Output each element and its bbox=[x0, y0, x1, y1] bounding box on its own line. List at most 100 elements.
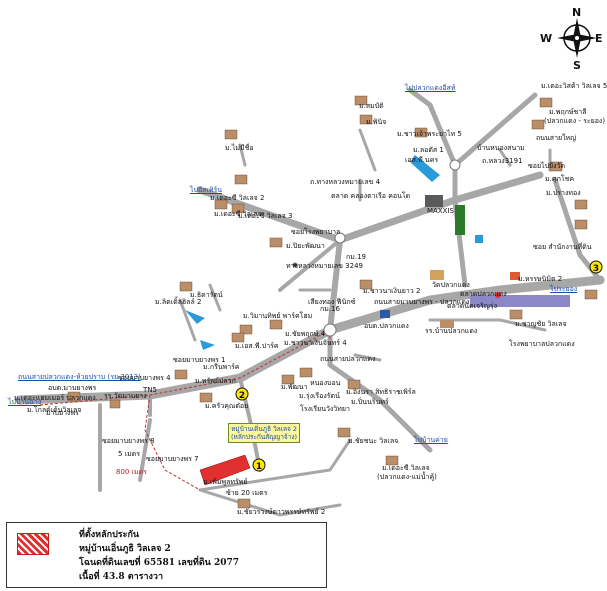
label-soi-4: ซอยมาบยางพร 4 bbox=[118, 374, 171, 382]
route-path-2 bbox=[144, 394, 201, 491]
label-thai-estate: ไปอีสเทิร์น bbox=[190, 186, 222, 194]
label-km-19: กม.19 bbox=[346, 253, 366, 261]
label-to-rayong-top: ไปปลวกแดงอีสท์ bbox=[405, 84, 456, 92]
target-callout-line1: หมู่บ้านเดิ่นภูธิ วิลเลจ 2 bbox=[231, 425, 297, 433]
compass-west: W bbox=[540, 32, 553, 45]
label-chaiyaphruek: ม.ชัยพฤกษ์ 4 bbox=[285, 330, 326, 338]
marker-m2: 2 bbox=[239, 391, 245, 401]
label-mapyangporn-road: ถนนสายมาบยางพร - ปลวกแดง bbox=[374, 298, 470, 306]
label-phluak-daeng: (ปลวกแดง-แม่น้ำคู้) bbox=[377, 473, 437, 481]
label-soi-7: ซอยมาบยางพร 7 bbox=[146, 455, 199, 463]
label-the-vista: ม.เดอะวิสต้า วิลเลจ 5 bbox=[541, 82, 607, 90]
label-the-station: ตลาด คลองตาเรือ คอนโด bbox=[331, 192, 411, 200]
marker-m1: 1 bbox=[256, 462, 262, 472]
label-hengfang: ม.อิงนรา สิทธิราชเพิร์ล bbox=[346, 388, 416, 396]
label-chaoprakhamlue: ม.ชาวเจ้าพระยาไท 5 bbox=[397, 130, 462, 138]
label-sombat: ม.สมบัติ bbox=[359, 102, 384, 110]
label-highway-36: ทางหลวงหมายเลข 3249 bbox=[286, 262, 363, 270]
label-the-estate-3: ม.เดอะซี วิลเลจ 3 bbox=[238, 212, 293, 220]
label-tesco: อบต.ปลวกแดง bbox=[364, 322, 409, 330]
road-label-pluak-daeng-huai-prab: ถนนสายปลวกแดง-ห้วยปราบ (รย.3013) bbox=[18, 373, 141, 381]
label-the-estate-1: ม.เดอะซี วิลเลจ bbox=[214, 210, 262, 218]
compass-north: N bbox=[572, 6, 582, 19]
label-fossil: ม.ลิตเติ้ลฮิลล์ 2 bbox=[155, 298, 202, 306]
label-mabyang-3: ซอยมาบยางพร 1 bbox=[173, 356, 226, 364]
label-nong-sanam: บ้านหนองสนาม bbox=[477, 144, 525, 152]
label-soi-ttt: ซอย สำนักงานที่ดิน bbox=[533, 243, 592, 251]
label-mahalai: ม.หรรษนิมิต 2 bbox=[518, 275, 563, 283]
label-the-village: ม.เดอะซี วิลเลจ bbox=[382, 464, 430, 472]
label-to-rayong: ไประยอง bbox=[550, 285, 578, 293]
label-rayong-4: ถ.ทางหลวงหมายเลข 4 bbox=[310, 178, 381, 186]
label-soi-8: ซอยมาบยางพร 8 bbox=[102, 437, 155, 445]
label-tn5: TN5 bbox=[143, 386, 157, 394]
legend-deed: โฉนดที่ดินเลขที่ 65581 เลขที่ดิน 2077 bbox=[79, 558, 240, 568]
compass-rose bbox=[557, 18, 597, 58]
blue-arrows bbox=[185, 155, 440, 350]
label-pulum: ม.พฤกษ์ชาลี bbox=[549, 108, 587, 116]
label-phanit: ม.เพิ่มพูลทรัพย์ bbox=[203, 478, 248, 486]
label-800m: 800 เมตร bbox=[116, 468, 147, 476]
label-hospital: โรงพยาบาลปลวกแดง bbox=[509, 340, 575, 348]
legend-village: หมู่บ้านเอิ่นภูธิ วิลเลจ 2 bbox=[79, 544, 171, 554]
house-icons bbox=[67, 95, 598, 509]
label-sup-heng-2: ม.ปรางทอง bbox=[546, 189, 581, 197]
label-mabyang: มาบยางพร bbox=[46, 409, 79, 417]
label-khok: ตลาดปลวกแดง bbox=[460, 290, 507, 298]
compass-south: S bbox=[573, 59, 581, 72]
legend-area: เนื้อที่ 43.8 ตารางวา bbox=[79, 572, 164, 582]
label-ban-mai-thong: ม.โกลด์เด้นวิลเลจ bbox=[27, 406, 82, 414]
label-chaiyaphruek-2: ม.ชาวนาเงินยาว 2 bbox=[363, 287, 421, 295]
label-soi-pluak-daeng: ซอยโรงพยาบาล bbox=[291, 228, 341, 236]
label-wan-phen: โรงเรียนวังวิทยา bbox=[300, 405, 350, 413]
label-vimanthip: ม.วิมานทิพย์ พาร์คโฮม bbox=[243, 312, 313, 320]
label-chom-kiri: ม.ชาญชัย วิลเลจ bbox=[515, 320, 567, 328]
marker-m3: 3 bbox=[593, 264, 599, 274]
label-nakhonchai: ตลาดนัดเจริญรุ่ง bbox=[447, 302, 498, 310]
road-label-ban-chang: ไปบ้านฉาง bbox=[8, 398, 42, 406]
target-callout: หมู่บ้านเดิ่นภูธิ วิลเลจ 2 (หลักประกันสั… bbox=[228, 423, 301, 443]
label-rung-rueang: ม.รุ่งเรืองรัตน์ bbox=[299, 392, 340, 400]
legend-box: ที่ตั้งหลักประกัน หมู่บ้านเอิ่นภูธิ วิลเ… bbox=[6, 522, 327, 588]
label-mabyang-plan: ม.ชาวนาเงินจันทร์ 4 bbox=[284, 339, 347, 347]
label-sp-nakhon: เอส.พี.นคร bbox=[405, 156, 439, 164]
label-sombat-2: ม.ชัยชนะ วิลเลจ bbox=[348, 437, 399, 445]
label-thanom: ม.ทรัพย์ปลวก bbox=[195, 377, 236, 385]
markers: 1 2 3 bbox=[235, 260, 603, 472]
legend-swatch bbox=[17, 533, 49, 555]
legend-title: ที่ตั้งหลักประกัน bbox=[79, 530, 140, 540]
label-pacific: ม.ปิยะพัฒนา bbox=[286, 242, 325, 250]
label-lotus: ม.ลอตัส 1 bbox=[413, 146, 444, 154]
label-sup-heng: ม.ศุภโชค bbox=[545, 175, 575, 183]
label-vatthana: วัดปลวกแดง bbox=[432, 281, 470, 289]
label-maxxis: MAXXIS bbox=[427, 207, 454, 215]
label-phinit: ม.พินิจ bbox=[366, 118, 387, 126]
label-soi-cheng-wai: ซอยไปยังวัด bbox=[528, 162, 566, 170]
label-oh-bo-to: อบต.มาบยางพร bbox=[48, 384, 97, 392]
label-area-2: ม.เอส.พี.ปาร์ค bbox=[235, 342, 279, 350]
label-km-16: กม.16 bbox=[320, 305, 340, 313]
label-road-36: ถนนสายปลวกแดง bbox=[320, 355, 376, 363]
label-green-park: ม.กรีนพาร์ค bbox=[203, 363, 240, 371]
label-sai-yai: ถนนสายใหญ่ bbox=[536, 134, 577, 142]
label-area: ม.ธิดารัตน์ bbox=[190, 291, 223, 299]
label-the-estate: ม.เดอะซี วิลเลจ 2 bbox=[210, 194, 265, 202]
label-kin-kai: ไปบ้านค่าย bbox=[414, 436, 448, 444]
label-mai-pluak: ม.ไม่มีชื่อ bbox=[225, 144, 254, 152]
label-school-2: ม.ปิ่นนรินทร์ bbox=[351, 398, 389, 406]
landmarks bbox=[380, 195, 570, 328]
label-chaiya: ม.ชัยวรวงษ์ดาวพรรษ์ทรัพย์ 2 bbox=[237, 508, 326, 516]
route-path bbox=[39, 329, 331, 406]
label-5km: 5 เมตร bbox=[118, 450, 140, 458]
label-phatthana: ม.พัฒนา bbox=[281, 383, 308, 391]
label-pluak-daeng-reserve: (ปลวกแดง - ระยอง) bbox=[544, 117, 606, 125]
label-school: รร.วัดมาบยาง bbox=[104, 392, 147, 400]
label-pluak-daeng-house: ม.เดอะแฮมเมอร์ ปลวกแดง bbox=[14, 394, 96, 402]
label-siam: เสียงทอง ฟีนิกซ์ bbox=[308, 298, 356, 306]
compass-east: E bbox=[595, 32, 603, 45]
target-parcel bbox=[199, 454, 251, 486]
label-highway-3191: ถ.หลวง3191 bbox=[482, 157, 523, 165]
roundabouts bbox=[292, 159, 461, 337]
label-nong: หนองบอน bbox=[310, 379, 341, 387]
